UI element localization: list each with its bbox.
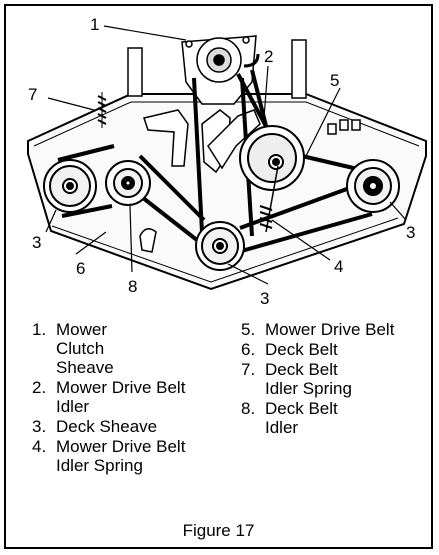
legend-label: Mower Drive Belt Idler Spring: [56, 437, 186, 475]
deck-belt-idler-spring: [97, 92, 107, 128]
callout-label: 7: [28, 85, 37, 104]
legend-item: 5. Mower Drive Belt: [241, 320, 426, 339]
legend-label: Mower Drive Belt Idler: [56, 378, 186, 416]
callout-label: 3: [260, 289, 269, 308]
legend-label: Mower Drive Belt: [265, 320, 395, 339]
legend-label: Deck Belt: [265, 340, 338, 359]
legend-label: Mower Clutch Sheave: [56, 320, 114, 377]
legend-label: Deck Belt Idler: [265, 399, 338, 437]
legend-number: 2.: [32, 378, 47, 397]
deck-belt: [57, 144, 373, 254]
legend-item: 1. Mower Clutch Sheave: [32, 320, 222, 377]
legend-number: 3.: [32, 417, 47, 436]
mower-drive-belt-idler-spring: [259, 165, 279, 233]
legend-label: Deck Belt Idler Spring: [265, 360, 352, 398]
legend-number: 7.: [241, 360, 256, 379]
mower-drive-belt-idler: [239, 125, 305, 191]
callout-label: 6: [76, 259, 85, 278]
callout-labels: 1 2 5 7 3 3 6 8 3 4: [28, 15, 415, 308]
legend-number: 1.: [32, 320, 47, 339]
legend-item: 7. Deck Belt Idler Spring: [241, 360, 426, 398]
callout-label: 8: [128, 277, 137, 296]
legend-item: 8. Deck Belt Idler: [241, 399, 426, 437]
callout-leaders: [45, 25, 407, 285]
legend-label: Deck Sheave: [56, 417, 158, 436]
callout-label: 4: [334, 257, 343, 276]
legend-column-right: 5. Mower Drive Belt 6. Deck Belt 7. Deck…: [241, 320, 426, 438]
callout-label: 5: [330, 71, 339, 90]
mower-clutch-sheave: [181, 35, 260, 105]
deck-sheave-left: [43, 159, 97, 213]
legend-item: 2. Mower Drive Belt Idler: [32, 378, 222, 416]
legend-number: 8.: [241, 399, 256, 418]
deck-brackets: [127, 39, 307, 99]
legend-item: 3. Deck Sheave: [32, 417, 222, 436]
legend-number: 6.: [241, 340, 256, 359]
legend-item: 4. Mower Drive Belt Idler Spring: [32, 437, 222, 475]
deck-hardware: [139, 119, 361, 253]
deck-sheave-right: [346, 159, 400, 213]
deck-sheave-center: [195, 221, 245, 271]
callout-label: 3: [32, 233, 41, 252]
figure-frame: 1 2 5 7 3 3 6 8 3 4 1. Mower Clutch Shea…: [4, 4, 433, 549]
callout-label: 2: [264, 47, 273, 66]
legend-number: 4.: [32, 437, 47, 456]
figure-caption: Figure 17: [182, 521, 255, 540]
callout-label: 3: [406, 223, 415, 242]
parts-legend: 1. Mower Clutch Sheave 2. Mower Drive Be…: [6, 320, 431, 502]
mower-deck-belt-diagram: 1 2 5 7 3 3 6 8 3 4: [27, 15, 427, 308]
legend-item: 6. Deck Belt: [241, 340, 426, 359]
legend-column-left: 1. Mower Clutch Sheave 2. Mower Drive Be…: [32, 320, 222, 476]
deck-belt-idler: [105, 160, 151, 206]
legend-number: 5.: [241, 320, 256, 339]
callout-label: 1: [90, 15, 99, 34]
idler-arms: [143, 109, 261, 174]
